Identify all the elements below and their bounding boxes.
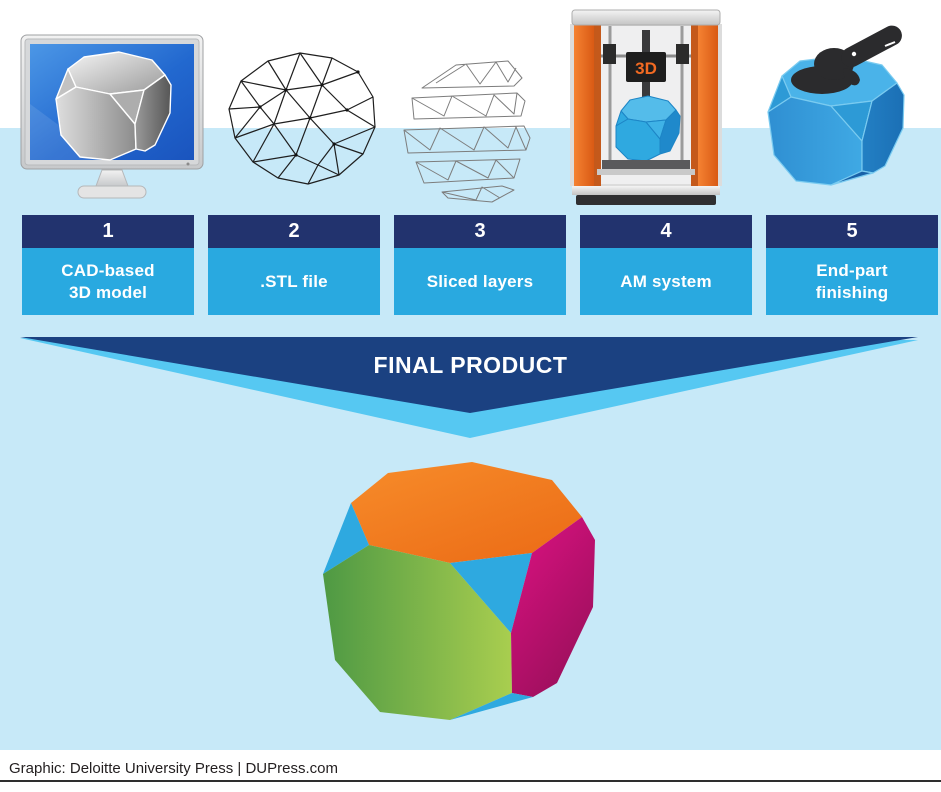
printer-3d-icon: 3D: [570, 4, 726, 211]
printer-screen-label: 3D: [635, 59, 657, 78]
monitor-cad-model-icon: [20, 34, 208, 207]
sander-tool: [791, 25, 902, 94]
step-card-1: 1 CAD-based 3D model: [22, 215, 194, 315]
final-product-label: FINAL PRODUCT: [373, 352, 568, 378]
face-blue-bottom: [450, 693, 533, 720]
face-top-orange: [351, 462, 582, 563]
part-finishing-icon: [748, 24, 928, 197]
step-card-5: 5 End-part finishing: [766, 215, 938, 315]
face-right-magenta: [511, 517, 595, 697]
step-card-3: 3 Sliced layers: [394, 215, 566, 315]
final-product-banner-chevron: [20, 337, 918, 438]
step-number: 3: [394, 215, 566, 248]
step-label: AM system: [580, 248, 752, 315]
step-number: 2: [208, 215, 380, 248]
step-number: 1: [22, 215, 194, 248]
credit-line: Graphic: Deloitte University Press | DUP…: [9, 760, 338, 777]
step-card-2: 2 .STL file: [208, 215, 380, 315]
step-card-4: 4 AM system: [580, 215, 752, 315]
face-blue-center: [450, 553, 532, 633]
process-steps-row: 1 CAD-based 3D model 2 .STL file 3 Slice…: [22, 215, 938, 315]
step-number: 5: [766, 215, 938, 248]
step-label: .STL file: [208, 248, 380, 315]
face-front-green: [323, 545, 512, 720]
final-product-polyhedron: [320, 455, 600, 735]
footer-divider: [0, 780, 941, 782]
wireframe-polyhedron-icon: [222, 50, 380, 193]
step-label: End-part finishing: [766, 248, 938, 315]
step-number: 4: [580, 215, 752, 248]
face-blue-upper-left: [323, 503, 369, 574]
step-label: Sliced layers: [394, 248, 566, 315]
sliced-layers-icon: [396, 56, 542, 209]
step-label: CAD-based 3D model: [22, 248, 194, 315]
